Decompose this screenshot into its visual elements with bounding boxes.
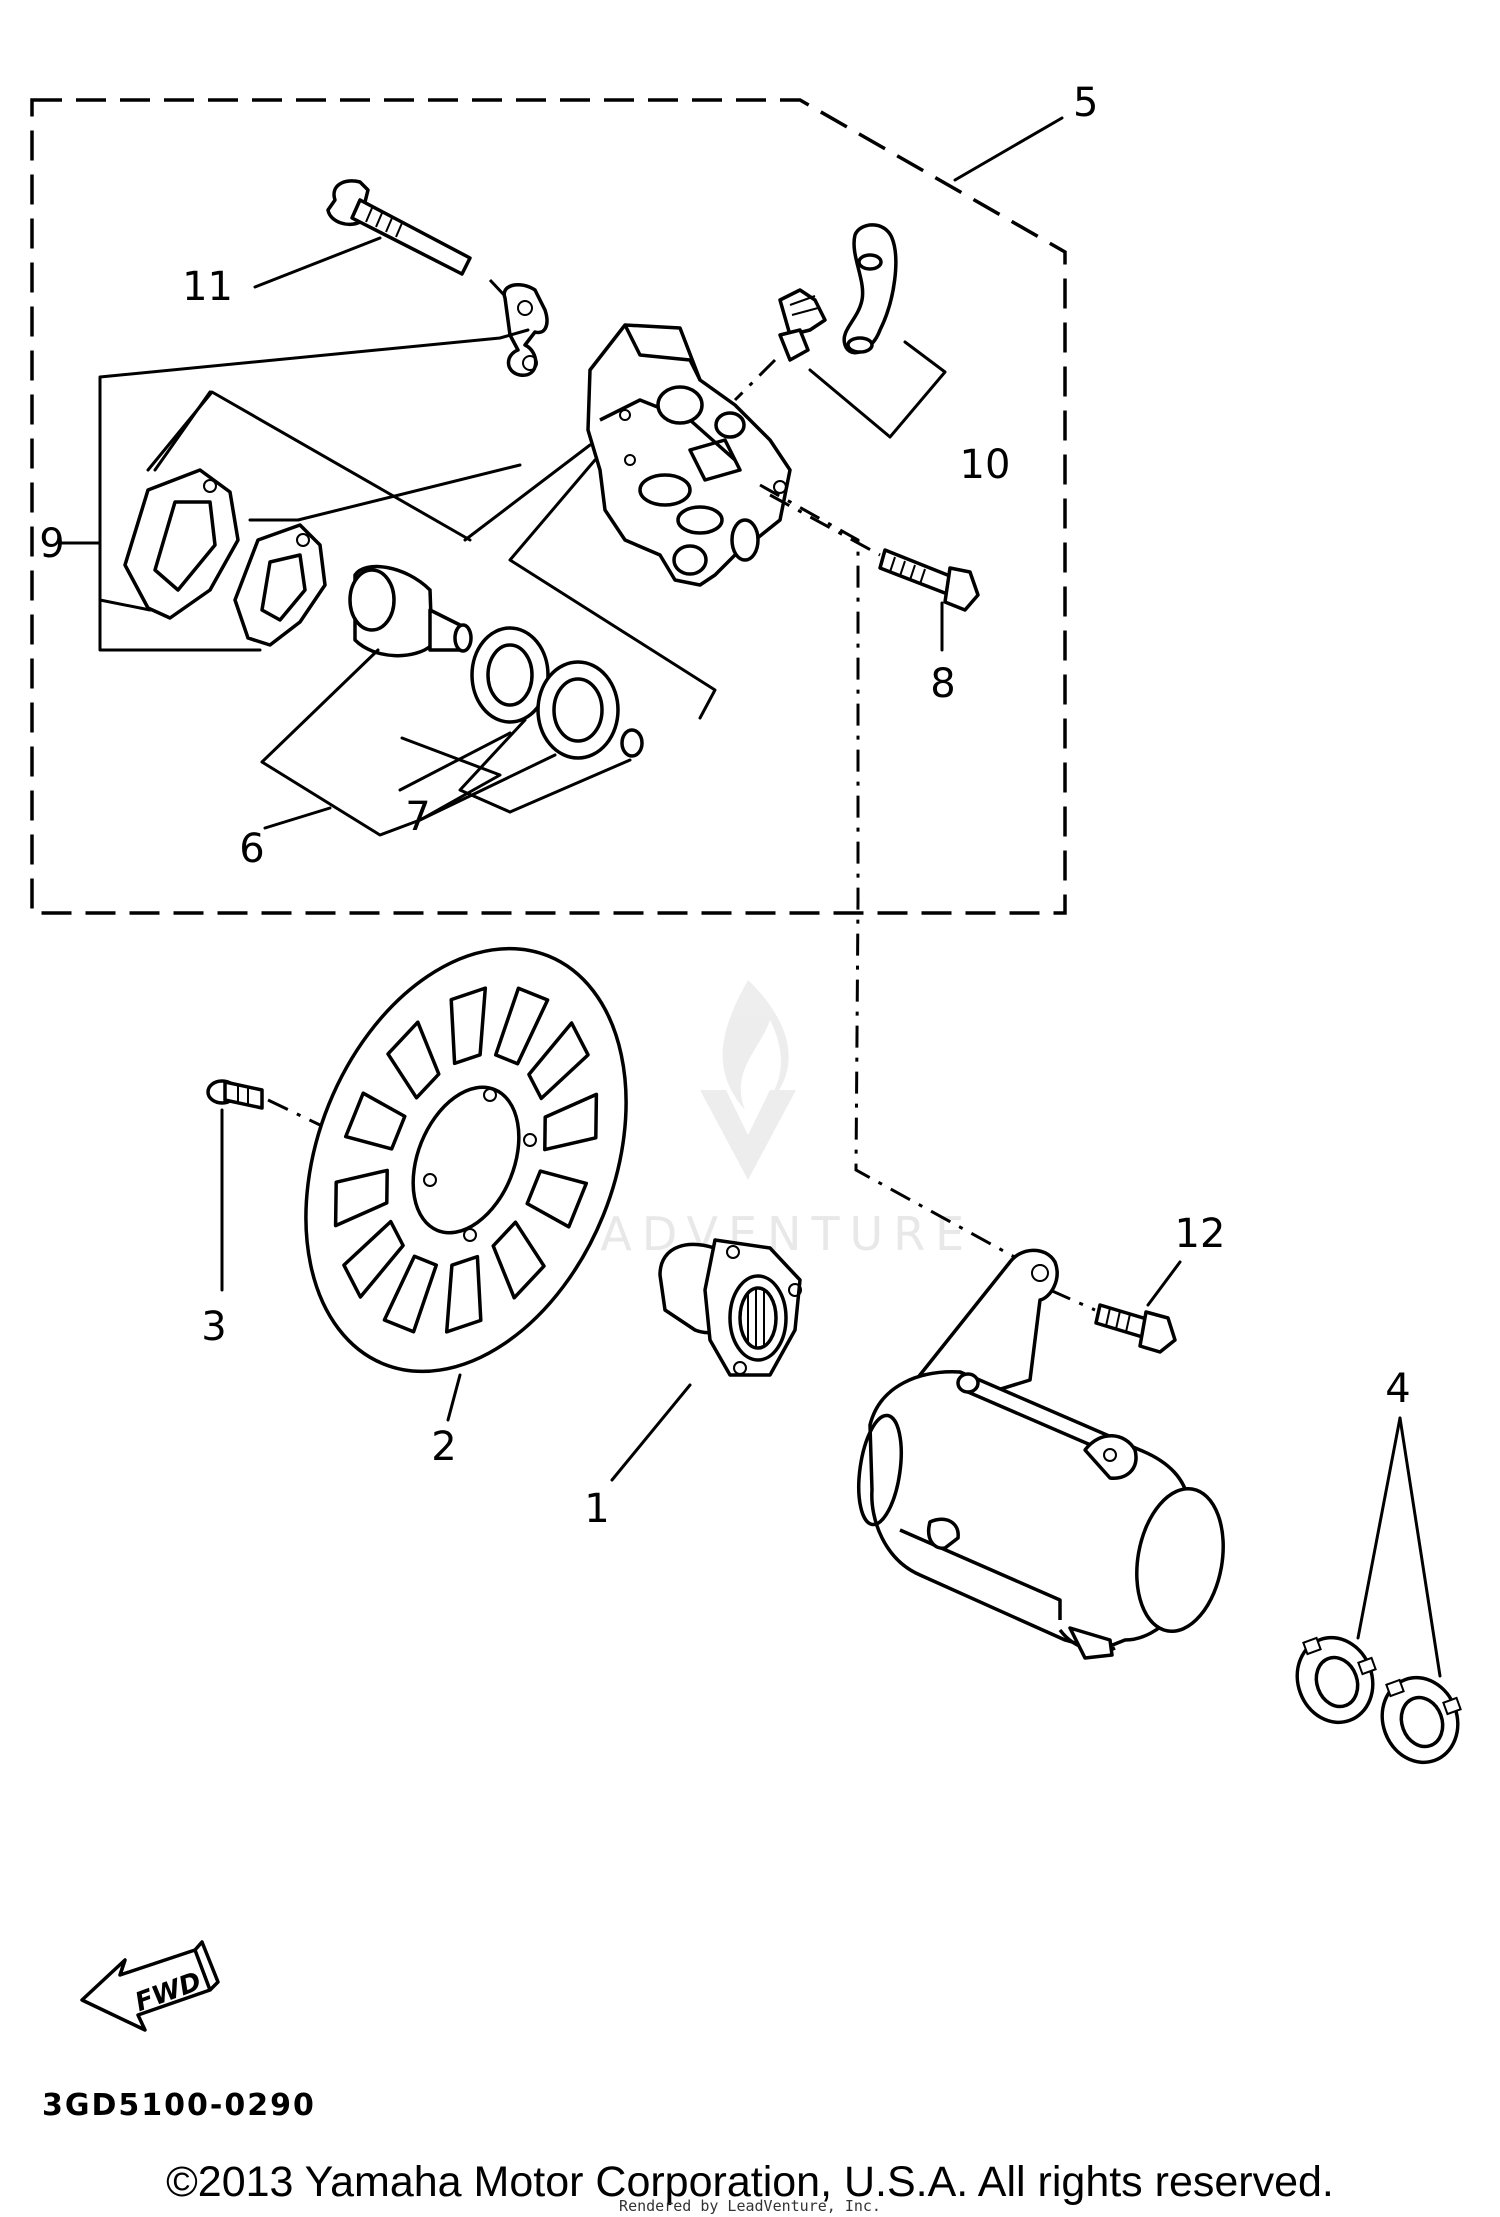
callout-11: 11 — [182, 264, 233, 310]
part-1-hub — [658, 1238, 802, 1377]
part-7-o-ring — [620, 728, 644, 758]
part-2-brake-disc — [304, 946, 628, 1374]
part-12-bolt — [1094, 1303, 1177, 1354]
drawing-code: 3GD5100-0290 — [42, 2088, 316, 2123]
part-4-locknut-2 — [1380, 1675, 1462, 1765]
part-9-brake-pad-inner — [233, 523, 327, 647]
group-bracket-6-7 — [260, 648, 632, 837]
callout-1: 1 — [584, 1486, 609, 1532]
callout-9: 9 — [39, 521, 64, 567]
callout-12: 12 — [1175, 1211, 1226, 1257]
leader-7 — [398, 731, 512, 792]
disc-slot — [527, 1021, 590, 1101]
callout-5: 5 — [1073, 80, 1098, 126]
axis-11 — [488, 278, 507, 298]
callout-2: 2 — [431, 1424, 456, 1470]
rendered-by-notice: Rendered by LeadVenture, Inc. — [619, 2197, 881, 2215]
part-9-brake-pad-outer — [123, 468, 240, 620]
callout-10: 10 — [960, 442, 1011, 488]
callout-7: 7 — [405, 794, 430, 840]
part-7-seal-2 — [536, 660, 620, 760]
part-3-bolt — [206, 1079, 264, 1110]
part-8-bolt — [878, 548, 980, 612]
part-10-bleed-screw — [778, 288, 827, 362]
disc-slot — [343, 1091, 407, 1151]
disc-slot — [525, 1169, 589, 1229]
disc-slot — [444, 1254, 483, 1334]
disc-slot — [491, 1220, 546, 1300]
leader-6 — [263, 806, 332, 830]
axle-bracket-assembly — [857, 1248, 1225, 1660]
group-bracket-9 — [58, 328, 717, 720]
callout-8: 8 — [930, 661, 955, 707]
leader-1 — [610, 1383, 692, 1482]
part-7-seal-1 — [470, 626, 550, 724]
part-11-bolt — [326, 179, 472, 276]
fwd-arrow: FWD — [80, 1940, 220, 2032]
leader-10 — [808, 340, 947, 439]
assembly-axis-line — [759, 483, 1021, 1262]
leader-2 — [446, 1373, 462, 1422]
copyright-notice: ©2013 Yamaha Motor Corporation, U.S.A. A… — [166, 2158, 1334, 2206]
axis-12 — [1049, 1288, 1096, 1312]
disc-slot — [382, 1254, 439, 1334]
leader-12 — [1146, 1260, 1182, 1307]
leader-4a — [1356, 1416, 1402, 1640]
disc-slot — [493, 986, 550, 1066]
part-6-piston — [348, 564, 473, 658]
axis-8 — [769, 493, 881, 557]
disc-slot — [342, 1219, 405, 1299]
disc-slot — [386, 1020, 441, 1100]
callout-6: 6 — [239, 826, 264, 872]
disc-slot — [543, 1092, 599, 1152]
caliper-assembly-boundary — [30, 98, 1067, 915]
disc-slot — [333, 1168, 389, 1228]
leader-4b — [1398, 1416, 1442, 1678]
axis-3 — [267, 1098, 321, 1127]
caliper-body — [586, 323, 792, 587]
part-10-bleed-cap — [842, 223, 898, 355]
callout-4: 4 — [1385, 1366, 1410, 1412]
part-4-locknut-1 — [1295, 1635, 1377, 1725]
disc-slot — [449, 986, 488, 1066]
leader-11 — [253, 236, 382, 289]
callout-3: 3 — [201, 1304, 226, 1350]
axis-10 — [733, 358, 777, 402]
leader-5 — [953, 116, 1064, 182]
